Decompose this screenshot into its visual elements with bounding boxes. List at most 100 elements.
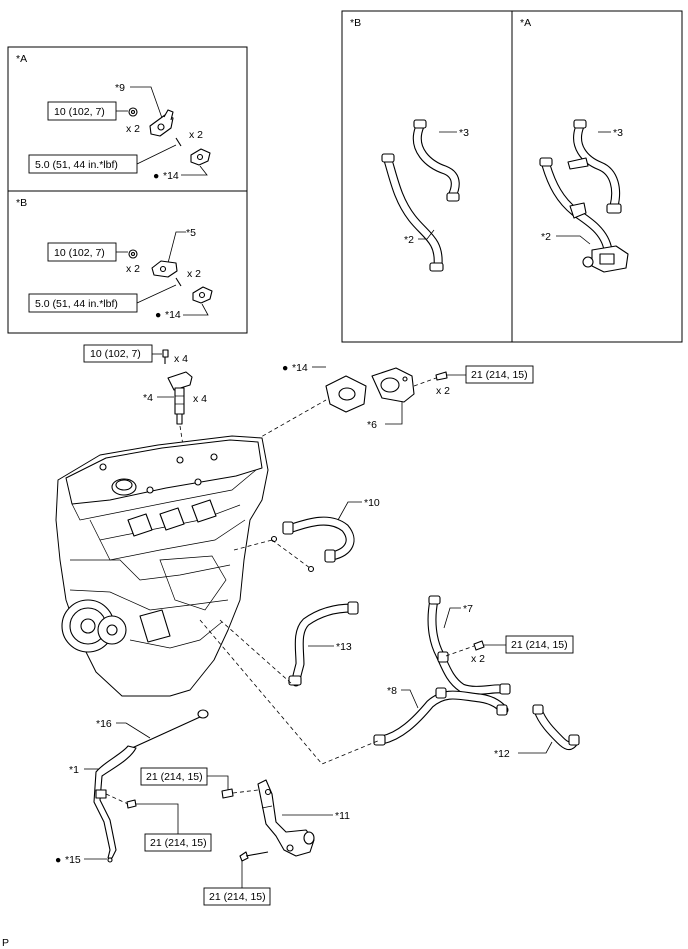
- water-inlet-port: [303, 831, 315, 845]
- leader-6: [385, 402, 403, 425]
- clamp: [288, 675, 302, 686]
- torque-b-5: 5.0 (51, 44 in.*lbf): [35, 298, 118, 310]
- clamp: [496, 704, 508, 716]
- dashed-leader-guide: [105, 793, 129, 805]
- nut-b-center: [130, 251, 136, 257]
- hose-3-a-tee: [567, 157, 589, 170]
- hose-10-fitting: [307, 565, 315, 573]
- hose-10-group: *10: [233, 497, 380, 573]
- dashed-leader-bolt: [413, 377, 437, 387]
- valve-a-body: [599, 253, 615, 265]
- panel-label-b-right: *B: [350, 17, 361, 29]
- water-outlet-hole: [402, 376, 408, 382]
- panel-label-b-left: *B: [16, 197, 27, 209]
- leader-5: [167, 231, 186, 264]
- water-inlet-group: 21 (214, 15) *11 21 (214, 15): [140, 767, 350, 906]
- hose-10-fitting: [270, 535, 278, 543]
- part-label-3-b: *3: [459, 127, 469, 139]
- coil-bolt: [162, 349, 169, 358]
- torque-box-hose-bracket: [505, 635, 574, 654]
- nut-a-center: [130, 109, 136, 115]
- clamp: [435, 687, 447, 699]
- qty-hose-bracket: x 2: [471, 653, 485, 665]
- outlet-bolt: [435, 371, 448, 381]
- dipstick-guide: [93, 745, 137, 859]
- part-label-11: *11: [335, 810, 350, 822]
- head-bolt: [210, 453, 218, 461]
- water-inlet-hole: [264, 788, 272, 796]
- stud-b: [175, 277, 182, 287]
- torque-a-5: 5.0 (51, 44 in.*lbf): [35, 159, 118, 171]
- part-label-15: *15: [65, 854, 81, 866]
- inlet-bolt-bottom: [239, 851, 249, 862]
- torque-outlet: 21 (214, 15): [471, 369, 528, 381]
- clamp: [381, 153, 395, 163]
- qty-a-nut: x 2: [126, 123, 140, 135]
- leader-14b: [183, 303, 209, 316]
- hose-bracket-bolt: [473, 640, 485, 651]
- clamp: [429, 262, 444, 272]
- panel-label-a-left: *A: [16, 53, 27, 65]
- dashed-leader-13: [219, 619, 293, 685]
- non-reusable-main: ●: [282, 362, 288, 374]
- exhaust-port: [127, 513, 153, 537]
- hose-12-group: *12: [494, 704, 580, 760]
- clamp: [373, 734, 386, 746]
- ignition-coil-group: 10 (102, 7) x 4 *4 x 4: [83, 344, 207, 453]
- part-label-13: *13: [336, 641, 352, 653]
- part-label-3-a: *3: [613, 127, 623, 139]
- torque-inlet-bottom: 21 (214, 15): [209, 891, 266, 903]
- qty-outlet: x 2: [436, 385, 450, 397]
- exhaust-port: [159, 507, 185, 531]
- hose-13-group: *13: [219, 601, 359, 687]
- clamp: [539, 157, 553, 167]
- torque-coil: 10 (102, 7): [90, 348, 141, 360]
- hose-2-a-tee: [569, 202, 587, 219]
- part-label-9: *9: [115, 82, 125, 94]
- leader-16: [116, 722, 151, 739]
- part-label-14-main: *14: [292, 362, 308, 374]
- leader-8: [401, 689, 419, 709]
- clamp: [428, 595, 441, 605]
- head-bolt: [194, 478, 202, 486]
- clamp: [282, 521, 294, 535]
- ignition-coil-head: [167, 371, 193, 391]
- dipstick-guide-bracket: [95, 789, 107, 799]
- bracket-9-hole: [157, 123, 165, 131]
- bracket-9-tab: [163, 109, 174, 121]
- part-label-4: *4: [143, 392, 153, 404]
- qty-b-stud: x 2: [187, 268, 201, 280]
- inlet-bolt-top: [221, 788, 234, 799]
- torque-b-10: 10 (102, 7): [54, 247, 105, 259]
- clamp: [573, 119, 587, 129]
- torque-hose-bracket: 21 (214, 15): [511, 639, 568, 651]
- dashed-leader-10b: [271, 539, 311, 569]
- torque-a-10: 10 (102, 7): [54, 106, 105, 118]
- leader-7: [443, 607, 461, 629]
- part-label-14-b: *14: [165, 309, 181, 321]
- inset-left-frame: [7, 46, 248, 334]
- torque-box-outlet: [465, 365, 534, 384]
- part-label-7: *7: [463, 603, 473, 615]
- hose-7-8-group: *7 21 (214, 15) x 2 *8: [199, 595, 574, 765]
- clamp: [324, 549, 336, 563]
- dipstick-handle: [197, 709, 209, 719]
- part-label-16: *16: [96, 718, 112, 730]
- torque-inlet-top: 21 (214, 15): [146, 771, 203, 783]
- head-bolt: [176, 456, 184, 464]
- panel-label-a-right: *A: [520, 17, 531, 29]
- exhaust-port: [191, 499, 217, 523]
- o-ring: [107, 857, 113, 863]
- qty-b-nut: x 2: [126, 263, 140, 275]
- qty-a-stud: x 2: [189, 129, 203, 141]
- dashed-leader-8: [199, 619, 381, 765]
- leader-12: [518, 741, 553, 754]
- part-label-12: *12: [494, 748, 510, 760]
- part-label-8: *8: [387, 685, 397, 697]
- part-label-10: *10: [364, 497, 380, 509]
- dashed-leader-inlet: [232, 789, 259, 794]
- part-label-1: *1: [69, 764, 79, 776]
- inset-left: *A *B 10 (102, 7) x 2 *9 x 2 5.0 (51, 44…: [7, 46, 248, 334]
- torque-box-guide: [144, 833, 212, 852]
